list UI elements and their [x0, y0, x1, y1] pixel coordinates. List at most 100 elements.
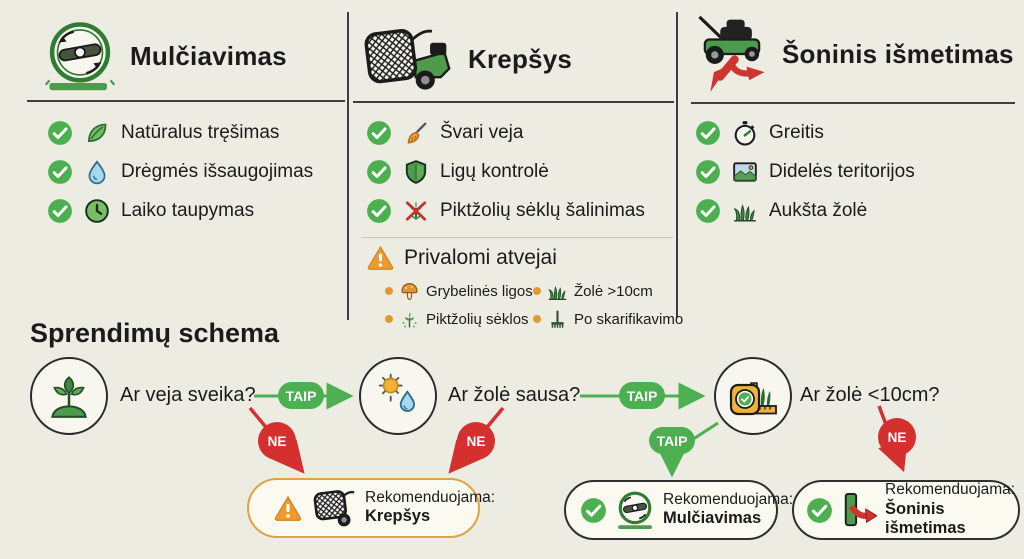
mandatory-case: Piktžolių sėklos [385, 307, 533, 331]
check-circle-icon [366, 198, 392, 224]
yes-pill: TAIP [619, 382, 665, 409]
column-title: Krepšys [468, 43, 573, 74]
check-circle-icon [47, 159, 73, 185]
tall-grass-icon [547, 281, 568, 302]
check-circle-icon [695, 120, 721, 146]
recommendation-text: Rekomenduojama: Krepšys [365, 489, 495, 527]
flow-question: Ar žolė sausa? [448, 384, 581, 406]
benefit-item: Greitis [695, 120, 915, 146]
benefit-label: Drėgmės išsaugojimas [121, 161, 314, 182]
healthy-plant-icon [44, 371, 94, 421]
bullet-dot [385, 287, 393, 295]
benefit-item: Laiko taupymas [47, 198, 313, 224]
flow-node-healthy-lawn [30, 357, 108, 435]
side-discharge-mower-icon [694, 12, 770, 96]
landscape-icon [732, 159, 758, 185]
tape-measure-icon [727, 372, 779, 420]
benefit-item: Ligų kontrolė [366, 159, 645, 185]
recommendation-text: Rekomenduojama: Mulčiavimas [663, 491, 793, 529]
benefit-label: Ligų kontrolė [440, 161, 549, 182]
mandatory-case: Po skarifikavimo [533, 307, 683, 331]
bullet-dot [533, 315, 541, 323]
tall-grass-icon [732, 198, 758, 224]
mandatory-case: Žolė >10cm [533, 279, 683, 303]
no-circle: NE [878, 418, 916, 456]
check-circle-icon [366, 159, 392, 185]
mulch-mini-icon [615, 490, 655, 530]
mandatory-case-label: Piktžolių sėklos [426, 310, 529, 328]
benefit-item: Švari veja [366, 120, 645, 146]
mandatory-case-label: Žolė >10cm [574, 282, 653, 300]
mulching-mower-icon [44, 18, 116, 94]
no-circle: NE [457, 422, 495, 460]
benefit-label: Laiko taupymas [121, 200, 255, 221]
grass-basket-icon [364, 26, 454, 92]
check-circle-icon [580, 497, 607, 524]
benefit-list-side-discharge: Greitis Didelės teritorijos Aukšta žolė [695, 120, 915, 224]
benefit-label: Didelės teritorijos [769, 161, 915, 182]
mandatory-cases-header: Privalomi atvejai [366, 244, 557, 271]
mandatory-case-label: Grybelinės ligos [426, 282, 533, 300]
benefit-item: Natūralus tręšimas [47, 120, 313, 146]
side-discharge-mini-icon [841, 491, 877, 529]
mandatory-cases-grid: Grybelinės ligos Žolė >10cm Piktžolių sė… [385, 279, 683, 331]
check-circle-icon [695, 198, 721, 224]
benefit-label: Greitis [769, 122, 824, 143]
column-header-mulching: Mulčiavimas [44, 18, 287, 94]
benefit-item: Didelės teritorijos [695, 159, 915, 185]
warning-triangle-icon [366, 244, 395, 271]
column-header-side-discharge: Šoninis išmetimas [694, 12, 1014, 96]
check-circle-icon [806, 497, 833, 524]
broom-icon [403, 120, 429, 146]
yes-pill: TAIP [649, 427, 695, 454]
benefit-label: Švari veja [440, 122, 524, 143]
benefit-item: Drėgmės išsaugojimas [47, 159, 313, 185]
shield-icon [403, 159, 429, 185]
warning-triangle-icon [273, 494, 303, 522]
recommendation-text: Rekomenduojama: Šoninis išmetimas [885, 481, 1018, 538]
leaf-icon [84, 120, 110, 146]
mandatory-cases-title: Privalomi atvejai [404, 245, 557, 269]
header-underline [353, 101, 674, 103]
section-separator [361, 237, 673, 238]
benefit-list-basket: Švari veja Ligų kontrolė Piktžolių sėklų… [366, 120, 645, 224]
column-divider [676, 12, 678, 318]
column-header-basket: Krepšys [364, 26, 572, 92]
flow-node-dry-grass [359, 357, 437, 435]
column-title: Mulčiavimas [130, 40, 287, 71]
recommendation-name: Šoninis išmetimas [885, 499, 966, 538]
check-circle-icon [47, 198, 73, 224]
droplet-icon [84, 159, 110, 185]
check-circle-icon [695, 159, 721, 185]
benefit-label: Aukšta žolė [769, 200, 868, 221]
header-underline [27, 100, 345, 102]
no-weeds-icon [403, 198, 429, 224]
flow-question: Ar žolė <10cm? [800, 384, 940, 406]
yes-pill: TAIP [278, 382, 324, 409]
recommendation-prefix: Rekomenduojama: [885, 481, 1016, 499]
mandatory-case-label: Po skarifikavimo [574, 310, 684, 328]
recommendation-basket: Rekomenduojama: Krepšys [247, 478, 495, 538]
recommendation-mulching: Rekomenduojama: Mulčiavimas [564, 480, 793, 540]
benefit-item: Piktžolių sėklų šalinimas [366, 198, 645, 224]
recommendation-name: Mulčiavimas [663, 509, 762, 528]
mushroom-icon [399, 281, 420, 302]
benefit-item: Aukšta žolė [695, 198, 915, 224]
bullet-dot [533, 287, 541, 295]
recommendation-prefix: Rekomenduojama: [365, 489, 496, 507]
column-title: Šoninis išmetimas [782, 38, 1014, 69]
flow-node-grass-height [714, 357, 792, 435]
check-circle-icon [366, 120, 392, 146]
bullet-dot [385, 315, 393, 323]
rake-icon [547, 309, 568, 330]
header-underline [691, 102, 1015, 104]
flow-question: Ar veja sveika? [120, 384, 256, 406]
flowchart-title: Sprendimų schema [30, 318, 280, 348]
recommendation-prefix: Rekomenduojama: [663, 491, 794, 509]
benefit-label: Natūralus tręšimas [121, 122, 280, 143]
benefit-label: Piktžolių sėklų šalinimas [440, 200, 645, 221]
mandatory-case: Grybelinės ligos [385, 279, 533, 303]
column-divider [347, 12, 349, 320]
clock-icon [84, 198, 110, 224]
